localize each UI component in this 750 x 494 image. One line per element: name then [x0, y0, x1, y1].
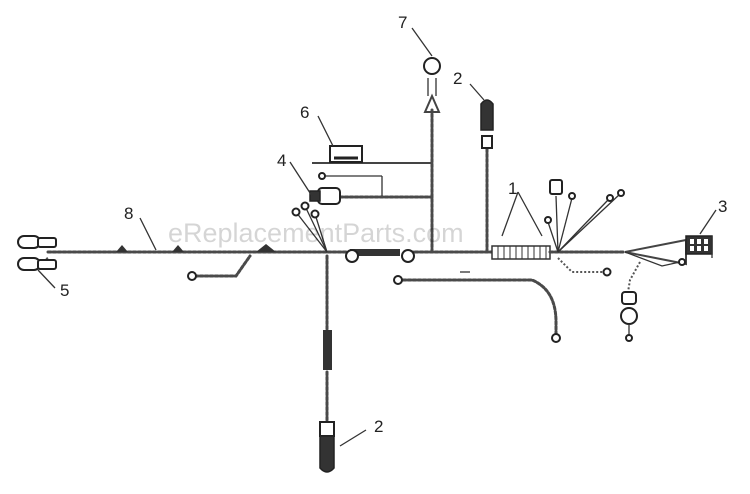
upper-branch-7 [423, 57, 441, 254]
callout-7: 7 [398, 13, 407, 32]
lower-right-branch [393, 271, 561, 343]
connector [17, 257, 41, 271]
bulb-socket [423, 57, 441, 75]
sensor-plug [319, 435, 335, 473]
lamp-socket [620, 307, 638, 325]
watermark: eReplacementParts.com [168, 218, 464, 248]
sensor-plug [480, 99, 494, 131]
connector [17, 235, 41, 249]
callout-2-bottom: 2 [374, 417, 383, 436]
switch-assembly [309, 187, 434, 205]
harness-tab [116, 245, 128, 252]
callout-6: 6 [300, 103, 309, 122]
multi-pin-connector [685, 235, 713, 255]
switch-body [317, 187, 341, 205]
harness-clip [401, 249, 415, 263]
callout-5: 5 [60, 281, 69, 300]
harness-clip [345, 249, 359, 263]
callout-1: 1 [508, 179, 517, 198]
callout-4: 4 [277, 151, 286, 170]
harness-tab [256, 244, 276, 252]
relay-block [329, 145, 363, 163]
right-connector-assembly [620, 235, 713, 342]
upper-branch-2 [480, 99, 494, 254]
callout-2-top: 2 [453, 69, 462, 88]
fuse-holder [549, 179, 563, 195]
lower-sensor-branch [319, 254, 335, 473]
plate-connector [312, 145, 432, 196]
callout-3: 3 [718, 197, 727, 216]
junction-wires [544, 179, 625, 277]
callout-8: 8 [124, 204, 133, 223]
ring-terminal [187, 271, 197, 281]
main-harness [46, 244, 627, 263]
center-short-wires [291, 201, 328, 253]
harness-sleeve [491, 245, 551, 260]
lower-left-branch [187, 254, 252, 281]
harness-tab [172, 245, 184, 252]
callout-leaders [37, 27, 717, 447]
left-connectors [17, 235, 57, 271]
